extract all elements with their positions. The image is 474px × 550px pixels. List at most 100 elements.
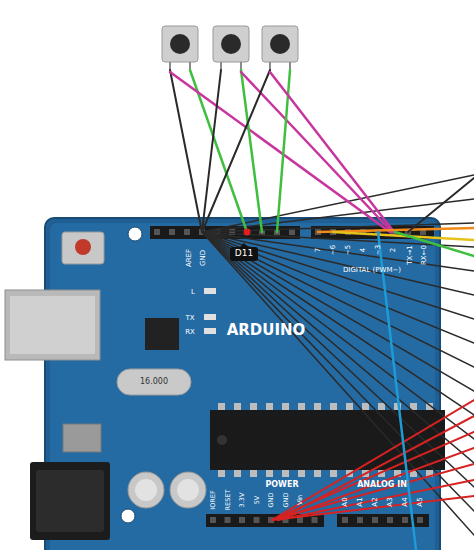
pin-label: GND (282, 493, 289, 508)
header-pin (184, 229, 190, 235)
ground-wire (202, 232, 474, 271)
pin-label: ~3 (375, 245, 382, 255)
chip-pin (298, 470, 305, 477)
chip-pin (234, 403, 241, 410)
header (337, 514, 429, 527)
ground-wire (202, 223, 474, 232)
button-leg (269, 62, 271, 70)
usb-chip (145, 318, 179, 350)
led (204, 288, 216, 294)
ground-wire (202, 232, 474, 535)
header-pin (169, 229, 175, 235)
header-pin (225, 517, 231, 523)
pin-label: 16.000 (140, 378, 168, 386)
chip-pin (282, 470, 289, 477)
pin-label: 3.3V (239, 493, 246, 508)
pushbutton-body (262, 26, 298, 62)
header-pin (239, 517, 245, 523)
header-pin (289, 229, 295, 235)
button-legs (170, 62, 290, 70)
signal-wire (270, 72, 394, 232)
usb-jack-face (10, 296, 95, 354)
header-pin (210, 517, 216, 523)
mounting-hole (121, 509, 135, 523)
pin-label: GND (268, 493, 275, 508)
pin-label: 7 (315, 248, 322, 252)
usb-jack (5, 290, 100, 360)
chip-pin (314, 403, 321, 410)
ground-wire (202, 232, 474, 439)
pin-label: RX←0 (421, 245, 428, 265)
capacitor-top (177, 479, 199, 501)
chip-pin (362, 403, 369, 410)
chip-notch (217, 435, 227, 445)
chip-pin (266, 470, 273, 477)
ground-wire (170, 70, 202, 232)
capacitor (128, 472, 164, 508)
pin-label: A1 (357, 497, 364, 506)
reset-cap (75, 239, 91, 255)
header-pin (342, 517, 348, 523)
ground-wire (202, 232, 474, 343)
pin-label: ~5 (345, 245, 352, 255)
ground-wire (202, 199, 474, 232)
chip-pin (218, 403, 225, 410)
pin-label: IOREF (210, 490, 217, 509)
pin-label: 5V (253, 496, 260, 505)
power-wire (272, 400, 474, 520)
header-pin (312, 517, 318, 523)
chip-pin (330, 403, 337, 410)
pin-label: A2 (372, 497, 379, 506)
chip-pin (330, 470, 337, 477)
power-jack (30, 462, 110, 540)
mounting-hole (128, 227, 142, 241)
ground-wire (202, 232, 474, 463)
pin-label: GND (200, 250, 207, 266)
power-wire (272, 464, 474, 520)
pin-label: 4 (360, 248, 367, 252)
chip-pin (234, 470, 241, 477)
pin-label: Vin (297, 495, 304, 505)
pin-label: L (191, 289, 195, 296)
header-pin (372, 517, 378, 523)
pushbutton (162, 26, 198, 62)
pin-label: 2 (390, 248, 397, 252)
pin-label: TX→1 (407, 245, 414, 264)
ground-wire (202, 70, 270, 232)
brand-label: ARDUINO (227, 323, 306, 338)
pin-tooltip: D11 (230, 247, 258, 261)
pin-label: A3 (387, 497, 394, 506)
header-pin (357, 517, 363, 523)
tooltip-text: D11 (235, 249, 253, 259)
regulator (63, 424, 101, 452)
signal-wire (241, 72, 392, 232)
chip-pin (250, 403, 257, 410)
pin-label: TX (185, 315, 194, 322)
led (204, 314, 216, 320)
capacitor (170, 472, 206, 508)
power-wire (272, 432, 474, 520)
ground-wire (202, 232, 474, 391)
pin-label: ~6 (330, 245, 337, 255)
header-pin (402, 517, 408, 523)
led (204, 328, 216, 334)
button-leg (169, 62, 171, 70)
pushbutton-body (162, 26, 198, 62)
pin-highlight (244, 229, 251, 236)
pushbutton (262, 26, 298, 62)
chip-pin (218, 470, 225, 477)
pin-label: A5 (417, 497, 424, 506)
chip-pin (250, 470, 257, 477)
crystal (117, 369, 191, 395)
pin-label: POWER (265, 481, 298, 489)
ground-wire (202, 232, 474, 415)
header-pins (154, 229, 426, 523)
header-pin (417, 517, 423, 523)
capacitor-top (135, 479, 157, 501)
pin-label: A4 (402, 497, 409, 506)
header-pin (254, 517, 260, 523)
